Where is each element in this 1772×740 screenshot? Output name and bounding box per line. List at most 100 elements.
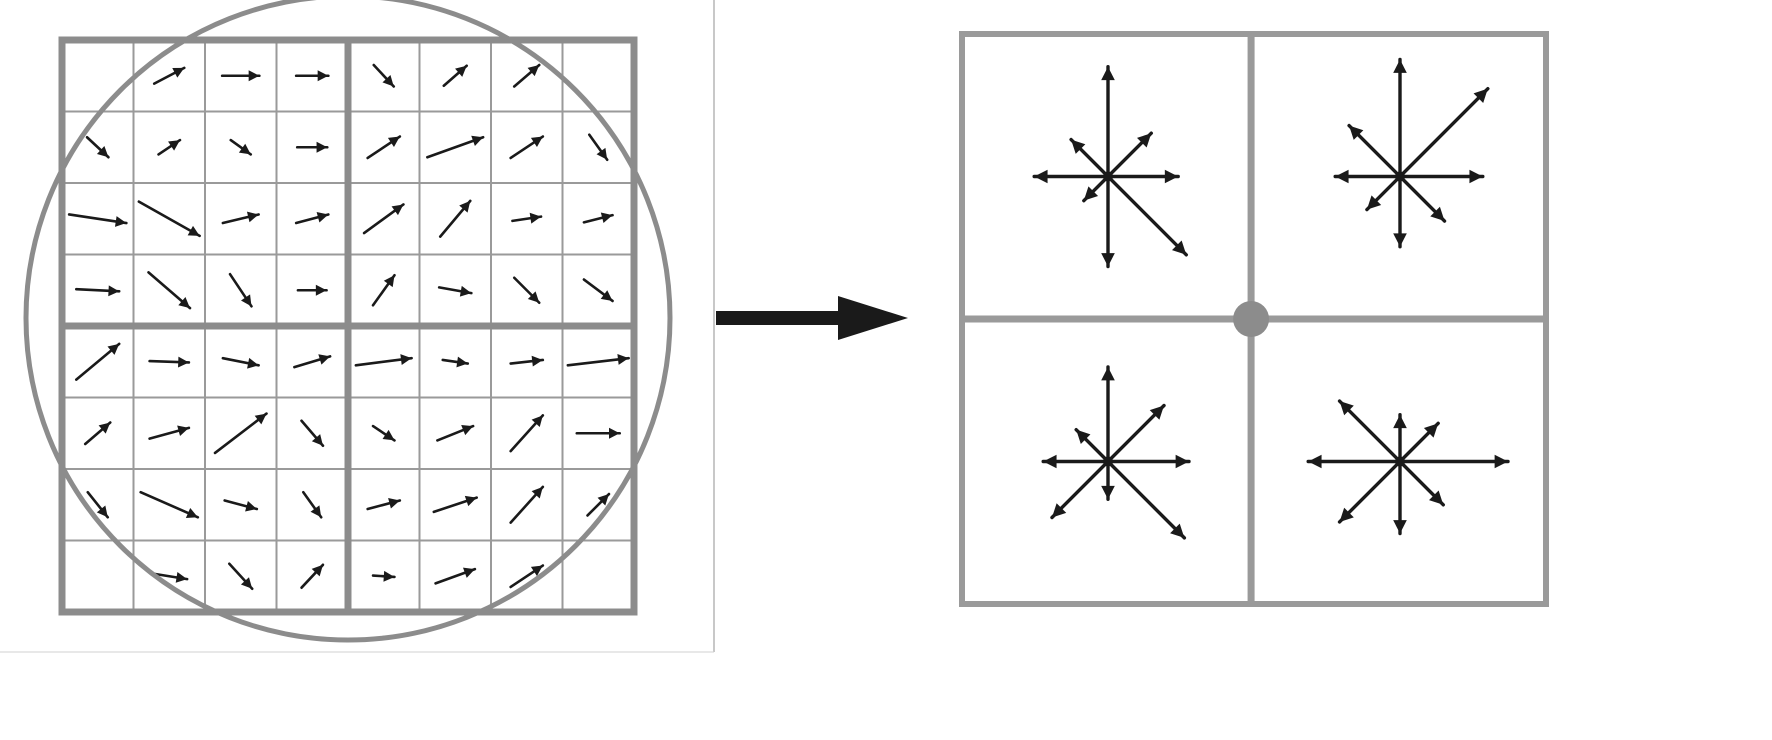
gradient-arrow-head — [600, 290, 613, 301]
histogram-bin-arrow-head — [1393, 59, 1407, 73]
histogram-bin-arrow-head — [1423, 423, 1439, 438]
gradient-arrow-head — [107, 343, 120, 355]
gradient-arrow-head — [311, 564, 323, 577]
histogram-bin-arrow-head — [1393, 414, 1407, 429]
gradient-arrow-head — [241, 294, 252, 307]
gradient-arrow-head — [531, 355, 543, 367]
gradient-arrow-head — [531, 415, 543, 427]
gradient-arrow-head — [471, 135, 484, 146]
gradient-arrow-head — [530, 136, 543, 147]
gradient-arrow-head — [316, 141, 328, 153]
gradient-arrow-head — [464, 495, 477, 507]
gradient-arrow-head — [245, 501, 257, 512]
gradient-arrow-head — [318, 354, 331, 365]
gradient-arrow-head — [597, 494, 609, 506]
histogram-bin-arrow-head — [1101, 367, 1115, 381]
histogram-bin-arrow-head — [1473, 88, 1488, 103]
gradient-arrow-head — [168, 140, 180, 151]
histogram-bin-arrow-head — [1172, 240, 1187, 255]
gradient-arrow-head — [96, 505, 108, 518]
histogram-bin-arrow-head — [1101, 253, 1115, 267]
histogram-bin-arrow-head — [1429, 490, 1444, 505]
histogram-bin-arrow-head — [1366, 195, 1382, 210]
histogram-origin — [1395, 456, 1405, 467]
histogram-bin-arrow-head — [1339, 507, 1354, 522]
gradient-arrow-head — [315, 284, 327, 296]
gradient-arrow-head — [317, 70, 329, 82]
gradient-arrow-head — [311, 434, 323, 446]
histogram-bin-arrow-head — [1034, 169, 1048, 184]
keypoint-descriptor-panel — [959, 31, 1549, 607]
image-gradients-panel — [0, 0, 715, 653]
gradient-arrow-head — [248, 70, 260, 82]
gradient-arrow-head — [463, 567, 475, 578]
gradient-arrow-head — [527, 291, 540, 303]
grid-frame — [58, 36, 638, 616]
histogram-bin-arrow-head — [1076, 429, 1091, 444]
histogram-bin-arrow-head — [1349, 125, 1364, 140]
gradient-arrow-head — [177, 425, 189, 436]
gradient-arrow-head — [387, 136, 400, 147]
connector-arrow-head — [838, 296, 908, 340]
gradient-arrow-head — [172, 67, 185, 78]
gradient-arrow-head — [456, 356, 468, 368]
gradient-arrow-head — [600, 212, 613, 224]
histogram-bin-arrow — [1337, 459, 1402, 524]
gradient-arrow-head — [382, 74, 394, 87]
gradient-arrow-head — [178, 297, 190, 309]
histogram-bin-arrow-head — [1308, 454, 1322, 469]
gradient-arrow-head — [455, 65, 467, 77]
histogram-bin-arrow-head — [1149, 405, 1165, 420]
keypoint-center-dot — [1233, 301, 1270, 337]
histogram-bin-arrow-head — [1170, 523, 1185, 538]
gradient-arrow-head — [96, 145, 109, 158]
gradient-arrow-head — [382, 429, 395, 441]
gradient-arrow-head — [527, 65, 540, 77]
histogram-origin — [1103, 456, 1113, 467]
gradient-arrow-head — [187, 225, 200, 236]
histogram-bin-arrow-head — [1083, 186, 1099, 201]
histogram-bin-arrow-head — [1430, 206, 1445, 222]
gradient-arrow — [213, 412, 268, 455]
histogram-bin-arrow-head — [1393, 520, 1407, 534]
histogram-bin-arrow — [1106, 459, 1187, 540]
gradient-arrow-head — [383, 570, 395, 582]
histogram-bin-arrow-head — [1164, 169, 1179, 184]
transform-arrow — [716, 296, 908, 340]
histogram-bin-arrow-head — [1335, 169, 1349, 184]
gradient-arrow-head — [178, 356, 189, 368]
gradient-arrow-head — [108, 285, 120, 297]
gradient-arrow-head — [98, 422, 111, 434]
gradient-arrow-head — [459, 200, 471, 213]
gradient-arrow-head — [175, 572, 188, 583]
gradient-arrow-head — [400, 354, 412, 365]
gradient-arrow-head — [530, 565, 543, 576]
histogram-bin-arrow-head — [1071, 139, 1086, 154]
gradient-arrow-head — [254, 413, 267, 425]
histogram-origin — [1395, 171, 1405, 182]
gradient-arrow-head — [609, 427, 620, 439]
gradient-arrow-head — [617, 354, 629, 365]
histogram-bin-arrow-head — [1043, 454, 1057, 469]
histogram-bin-arrow-head — [1101, 485, 1115, 500]
histogram-bin-arrow-head — [1393, 233, 1407, 247]
gradient-arrow-head — [383, 275, 395, 288]
gradient-arrow-head — [238, 143, 251, 155]
gradient-arrow-head — [246, 211, 259, 223]
histogram-bin-arrow — [1398, 86, 1490, 179]
gradient-arrow-head — [114, 216, 127, 227]
gradient-arrow-head — [316, 211, 329, 223]
histogram-bin-arrow-head — [1494, 454, 1508, 469]
gradient-arrow-head — [388, 497, 400, 509]
histogram-bin-arrow-head — [1469, 169, 1483, 184]
gradient-arrow — [137, 200, 201, 238]
histogram-bin-arrow-head — [1137, 133, 1152, 148]
histogram-bin-arrow-head — [1175, 454, 1189, 469]
histogram-bin-arrow-head — [1339, 401, 1354, 416]
gradient-arrow-head — [391, 204, 404, 216]
gradient-arrow-head — [185, 507, 198, 518]
gradient-arrow-head — [529, 212, 542, 224]
gradient-arrow-head — [240, 577, 253, 589]
histogram-origin — [1103, 171, 1113, 182]
